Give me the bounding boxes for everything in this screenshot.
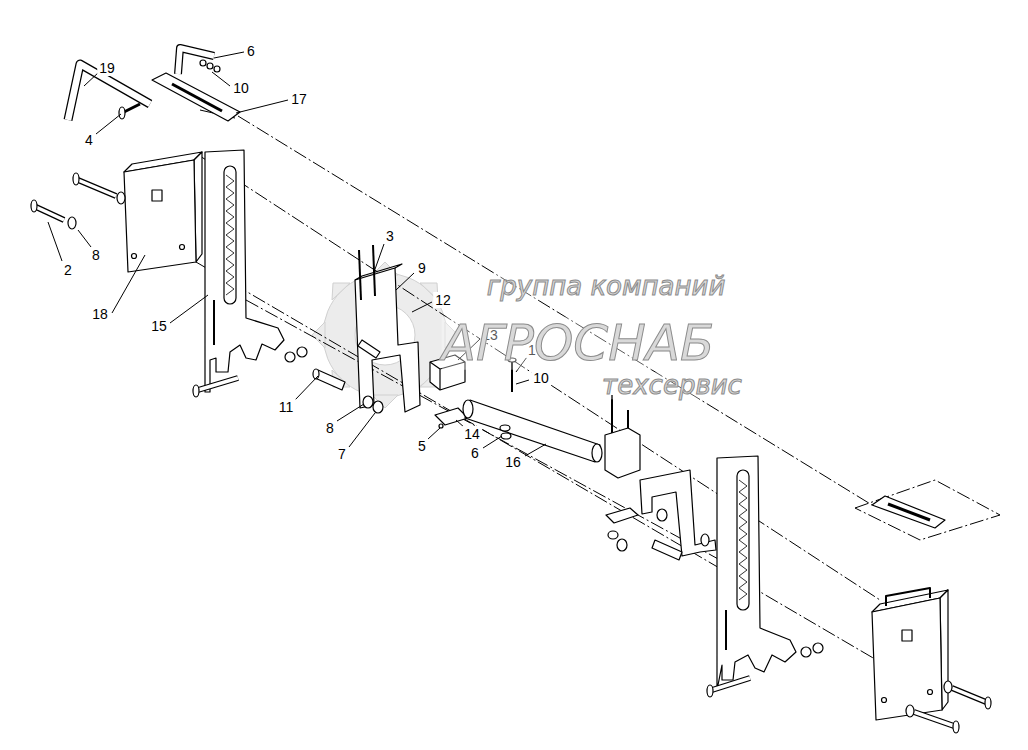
callout-number: 12 [433, 292, 453, 308]
callout-number: 17 [289, 91, 309, 107]
callout-number: 16 [503, 454, 523, 470]
callout-number: 5 [416, 438, 428, 454]
callout-number: 19 [97, 60, 117, 76]
watermark: АГРОСНАБ [442, 317, 715, 370]
callout-number: 14 [462, 426, 482, 442]
callout-number: 6 [469, 445, 481, 461]
watermark: группа компаний [487, 273, 726, 300]
callout-number: 8 [324, 420, 336, 436]
parts [31, 48, 991, 733]
callout-number: 7 [336, 446, 348, 462]
callout-number: 10 [231, 80, 251, 96]
callout-number: 18 [90, 306, 110, 322]
callout-number: 8 [90, 247, 102, 263]
callout-number: 3 [384, 228, 396, 244]
callout-number: 11 [277, 399, 296, 415]
callout-number: 2 [62, 262, 74, 278]
callout-number: 6 [245, 43, 257, 59]
callout-number: 9 [416, 260, 428, 276]
callout-number: 4 [83, 132, 95, 148]
callout-number: 15 [149, 318, 169, 334]
watermark: техсервис [602, 372, 742, 399]
callout-number: 10 [531, 370, 551, 386]
leader-lines [48, 52, 546, 456]
